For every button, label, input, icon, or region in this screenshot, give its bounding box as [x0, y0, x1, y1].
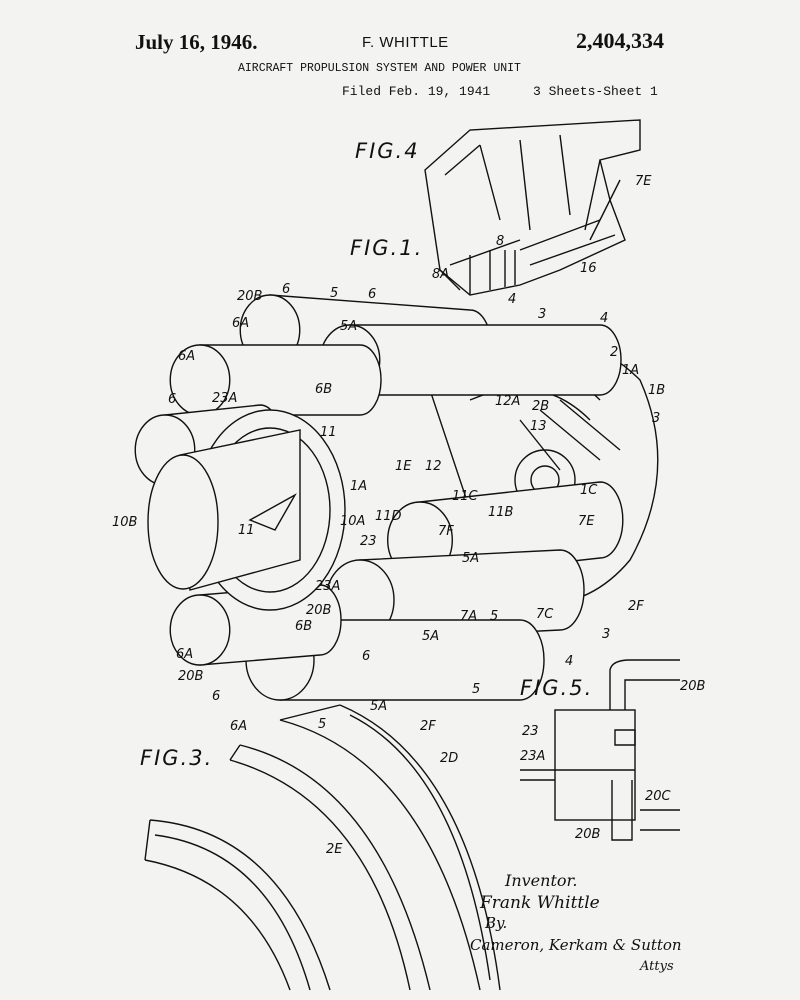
- part-label: 2D: [440, 751, 458, 766]
- part-label: 11: [238, 523, 255, 538]
- part-label: 5: [490, 609, 498, 624]
- exhaust-nozzle: [147, 409, 346, 611]
- filed-date: Filed Feb. 19, 1941: [342, 84, 491, 99]
- part-label: 23A: [212, 391, 237, 406]
- part-label: 16: [580, 261, 597, 276]
- part-label: 3: [538, 307, 546, 322]
- part-label: 5A: [422, 629, 439, 644]
- part-label: 7A: [460, 609, 477, 624]
- combustion-chamber: [199, 584, 342, 666]
- part-label: 5: [472, 682, 480, 697]
- part-label: 6A: [178, 349, 195, 364]
- part-label: 6B: [295, 619, 312, 634]
- part-label: 1B: [648, 383, 665, 398]
- part-label: 6: [362, 649, 370, 664]
- by-caption: By.: [484, 914, 507, 932]
- part-label: 2E: [326, 842, 343, 857]
- part-label: 3: [602, 627, 610, 642]
- inventor-signature: Frank Whittle: [479, 893, 600, 913]
- combustion-chamber: [349, 324, 622, 396]
- part-label: 1A: [622, 363, 639, 378]
- part-label: 10A: [340, 514, 365, 529]
- chamber-end-cap: [169, 594, 231, 666]
- part-label: 6A: [230, 719, 247, 734]
- part-label: 4: [600, 311, 608, 326]
- part-label: 23A: [520, 749, 545, 764]
- part-label: 2B: [532, 399, 549, 414]
- part-label: 5: [318, 717, 326, 732]
- patent-number: 2,404,334: [576, 28, 664, 53]
- attorney-signature: Cameron, Kerkam & Sutton: [470, 936, 682, 954]
- combustion-chamber: [279, 619, 545, 701]
- fig1-part-labels: 20B 6 5 6 6A 5A 4 3 4 2 1A 1B 3 6A 6 23A 6B 11 12A 2B 13 10B 1…: [112, 282, 665, 734]
- part-label: 2: [610, 345, 618, 360]
- part-label: 8A: [432, 267, 449, 282]
- part-label: 3: [652, 411, 660, 426]
- part-label: 7E: [578, 514, 595, 529]
- inventor-name: F. WHITTLE: [362, 34, 449, 51]
- part-label: 4: [508, 292, 516, 307]
- sheet-info: 3 Sheets-Sheet 1: [533, 84, 658, 99]
- inventor-caption: Inventor.: [504, 871, 577, 890]
- part-label: 11B: [488, 505, 514, 520]
- part-label: 2F: [628, 599, 644, 614]
- part-label: 5A: [340, 319, 357, 334]
- part-label: 20B: [178, 669, 204, 684]
- part-label: 11: [320, 425, 337, 440]
- part-label: 20C: [645, 789, 672, 804]
- patent-date: July 16, 1946.: [135, 30, 258, 54]
- fig5-chamber-drawing: [520, 659, 680, 841]
- part-label: 2F: [420, 719, 436, 734]
- part-label: 7E: [635, 174, 652, 189]
- part-label: 4: [565, 654, 573, 669]
- part-label: 20B: [680, 679, 706, 694]
- fig3-label: FIG.3.: [140, 746, 213, 770]
- part-label: 8: [496, 234, 504, 249]
- part-label: 1C: [580, 483, 598, 498]
- part-label: 12A: [495, 394, 520, 409]
- part-label: 6: [368, 287, 376, 302]
- part-label: 6A: [176, 647, 193, 662]
- fig4-duct-drawing: [424, 119, 641, 296]
- part-label: 6: [282, 282, 290, 297]
- fig4-label: FIG.4: [355, 139, 420, 163]
- fig5-label: FIG.5.: [520, 676, 593, 700]
- attorneys-caption: Attys: [639, 959, 674, 974]
- part-label: 6B: [315, 382, 332, 397]
- part-label: 20B: [237, 289, 263, 304]
- patent-title: AIRCRAFT PROPULSION SYSTEM AND POWER UNI…: [238, 62, 521, 75]
- part-label: 11D: [375, 509, 402, 524]
- combustion-chamber: [359, 549, 585, 641]
- part-label: 10B: [112, 515, 138, 530]
- fig3-diffuser-drawing: [144, 704, 501, 991]
- part-label: 23: [522, 724, 539, 739]
- part-label: 11C: [452, 489, 479, 504]
- part-label: 20B: [306, 603, 332, 618]
- part-label: 6: [168, 392, 176, 407]
- fig1-label: FIG.1.: [350, 236, 423, 260]
- part-label: 6: [212, 689, 220, 704]
- part-label: 1A: [350, 479, 367, 494]
- part-label: 5A: [370, 699, 387, 714]
- part-label: 1E: [395, 459, 412, 474]
- part-label: 23: [360, 534, 377, 549]
- part-label: 23A: [315, 579, 340, 594]
- part-label: 13: [530, 419, 547, 434]
- part-label: 20B: [575, 827, 601, 842]
- part-label: 5A: [462, 551, 479, 566]
- part-label: 12: [425, 459, 442, 474]
- combustion-chamber: [199, 344, 382, 416]
- part-label: 7C: [536, 607, 554, 622]
- part-label: 7F: [438, 524, 454, 539]
- part-label: 5: [330, 286, 338, 301]
- part-label: 6A: [232, 316, 249, 331]
